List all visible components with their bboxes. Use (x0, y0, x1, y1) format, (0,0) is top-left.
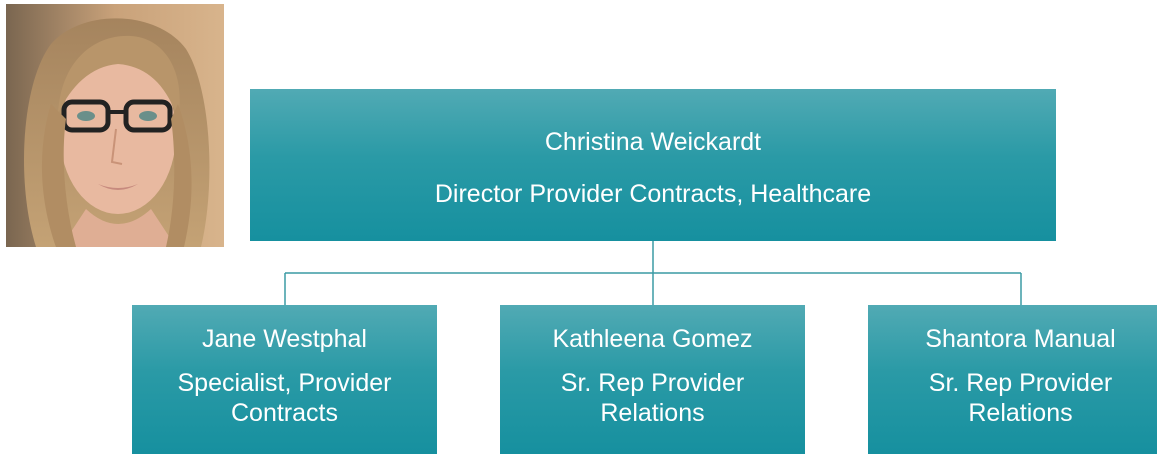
node-name: Christina Weickardt (544, 128, 762, 156)
node-name: Shantora Manual (925, 325, 1116, 353)
headshot-image (6, 4, 224, 247)
node-name: Jane Westphal (202, 325, 367, 353)
org-node-root: Christina Weickardt Director Provider Co… (250, 89, 1056, 241)
profile-photo (6, 4, 224, 247)
org-node-child: Kathleena Gomez Sr. Rep Provider Relatio… (500, 305, 805, 454)
node-name: Kathleena Gomez (552, 325, 753, 353)
node-role: Sr. Rep Provider Relations (560, 369, 745, 427)
node-role: Sr. Rep Provider Relations (928, 369, 1113, 427)
node-role: Director Provider Contracts, Healthcare (434, 180, 872, 208)
node-role: Specialist, Provider Contracts (177, 369, 392, 427)
org-node-child: Shantora Manual Sr. Rep Provider Relatio… (868, 305, 1157, 454)
org-node-child: Jane Westphal Specialist, Provider Contr… (132, 305, 437, 454)
